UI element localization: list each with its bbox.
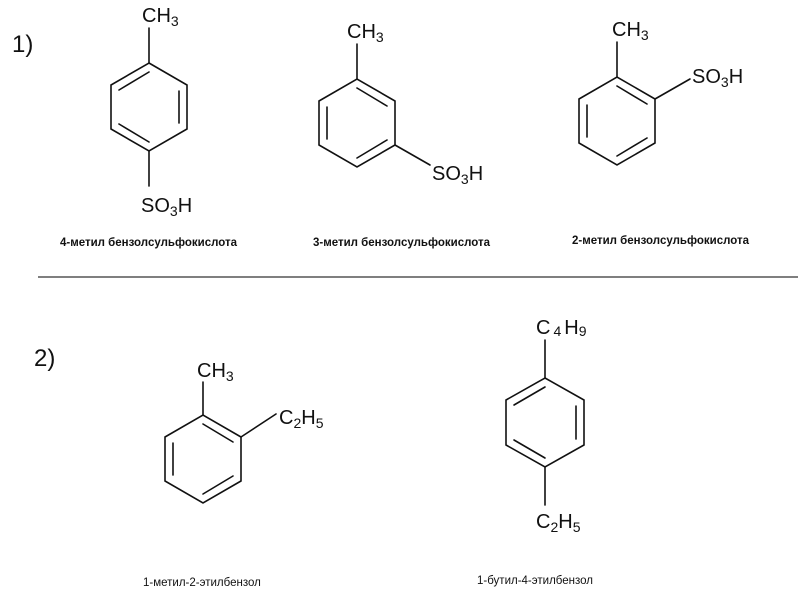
- molecule-name: 1-бутил-4-этилбензол: [477, 575, 593, 587]
- benzene-ring: [110, 62, 188, 152]
- double-bond: [513, 439, 546, 459]
- section-2-label: 2): [34, 345, 55, 372]
- section-1-label: 1): [12, 31, 33, 58]
- molecule-3-methyl-benzenesulfonic-acid: CH3 SO3H 3-метил бензолсульфокислота: [313, 21, 491, 249]
- double-bond: [202, 475, 234, 495]
- sulfo-bond: [394, 144, 431, 166]
- molecule-4-methyl-benzenesulfonic-acid: CH3 SO3H 4-метил бензолсульфокислота: [60, 5, 238, 249]
- benzene-ring: [164, 414, 242, 504]
- double-bond: [513, 386, 546, 406]
- double-bond: [616, 137, 648, 157]
- double-bond: [616, 85, 648, 105]
- molecule-2-methyl-benzenesulfonic-acid: CH3 SO3H 2-метил бензолсульфокислота: [572, 19, 750, 247]
- benzene-ring: [578, 76, 656, 166]
- double-bond: [202, 423, 234, 443]
- sulfo-group-label: SO3H: [432, 163, 483, 187]
- ethyl-group-label: C2H5: [279, 407, 324, 431]
- molecule-name: 1-метил-2-этилбензол: [143, 577, 261, 589]
- sulfo-bond: [654, 78, 691, 100]
- double-bond: [118, 71, 150, 91]
- molecule-name: 2-метил бензолсульфокислота: [572, 235, 750, 247]
- benzene-ring: [505, 377, 585, 468]
- methyl-group-label: CH3: [347, 21, 384, 45]
- ethyl-group-label: C2H5: [536, 511, 581, 535]
- molecule-name: 3-метил бензолсульфокислота: [313, 237, 491, 249]
- sulfo-group-label: SO3H: [141, 195, 192, 219]
- double-bond: [356, 87, 388, 107]
- molecule-name: 4-метил бензолсульфокислота: [60, 237, 238, 249]
- double-bond: [118, 123, 150, 143]
- benzene-ring: [318, 78, 396, 168]
- double-bond: [356, 139, 388, 159]
- methyl-group-label: CH3: [197, 360, 234, 384]
- molecule-1-methyl-2-ethylbenzene: CH3 C2H5 1-метил-2-этилбензол: [143, 360, 324, 589]
- methyl-group-label: CH3: [142, 5, 179, 29]
- sulfo-group-label: SO3H: [692, 66, 743, 90]
- methyl-group-label: CH3: [612, 19, 649, 43]
- ethyl-bond: [240, 413, 277, 438]
